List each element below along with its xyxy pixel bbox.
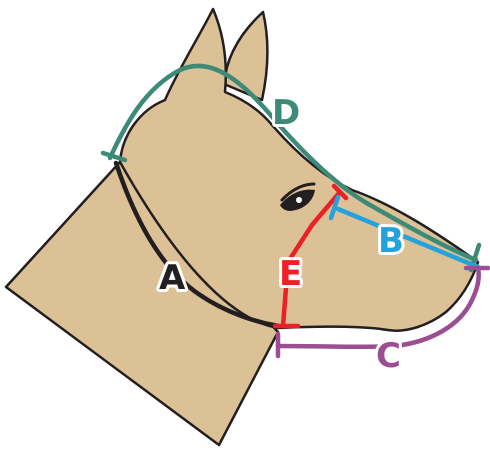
measurement-a — [113, 160, 281, 329]
measurement-c — [275, 265, 490, 359]
eye — [280, 182, 316, 211]
label-a: A — [159, 258, 186, 298]
label-b: B — [378, 221, 404, 261]
measurement-e — [272, 183, 349, 329]
label-d: D — [272, 93, 300, 133]
head-shape — [118, 7, 480, 332]
measurement-b — [328, 194, 481, 270]
dog-head — [4, 7, 480, 447]
label-c: C — [376, 336, 401, 376]
label-e: E — [279, 254, 302, 294]
